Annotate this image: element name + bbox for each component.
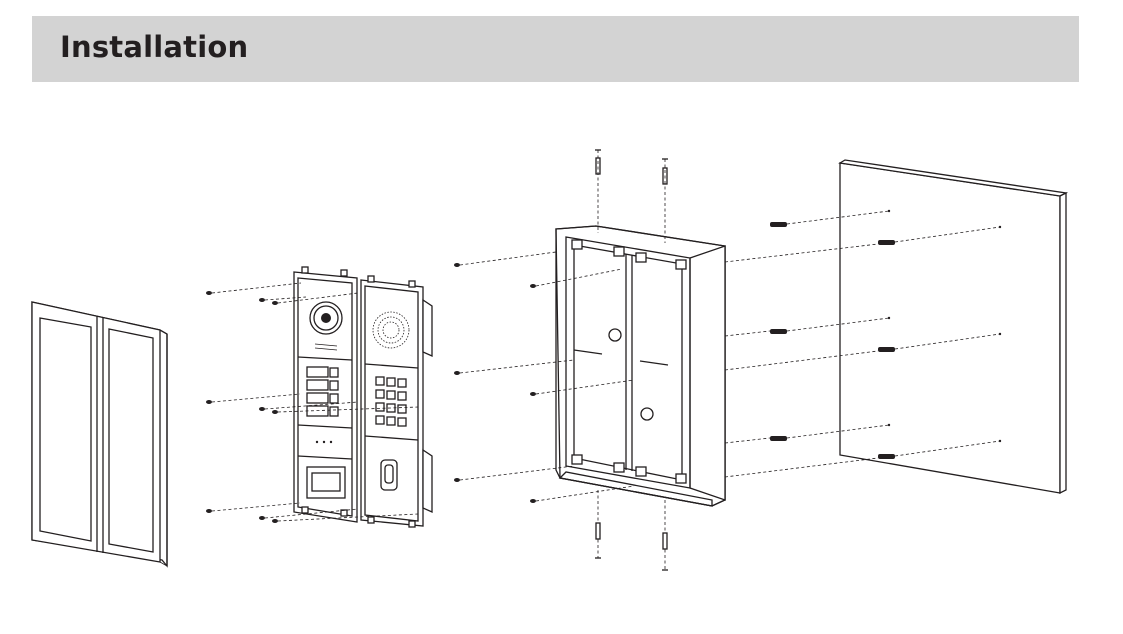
call-buttons [306,366,339,417]
section-header-bar: Installation [32,16,1079,82]
keypad-module [360,275,433,528]
wall-anchors [724,209,1002,478]
surface-mount-box [555,225,726,507]
front-cover-panel [31,301,168,568]
wall-panel [838,159,1069,495]
camera-button-module [293,266,358,523]
section-title: Installation [60,30,249,64]
module-screws [206,282,419,523]
door-station-modules [293,266,433,528]
speaker-grille [314,343,338,351]
box-screws [454,251,635,503]
vertical-screws [595,149,668,571]
keypad [375,376,407,427]
